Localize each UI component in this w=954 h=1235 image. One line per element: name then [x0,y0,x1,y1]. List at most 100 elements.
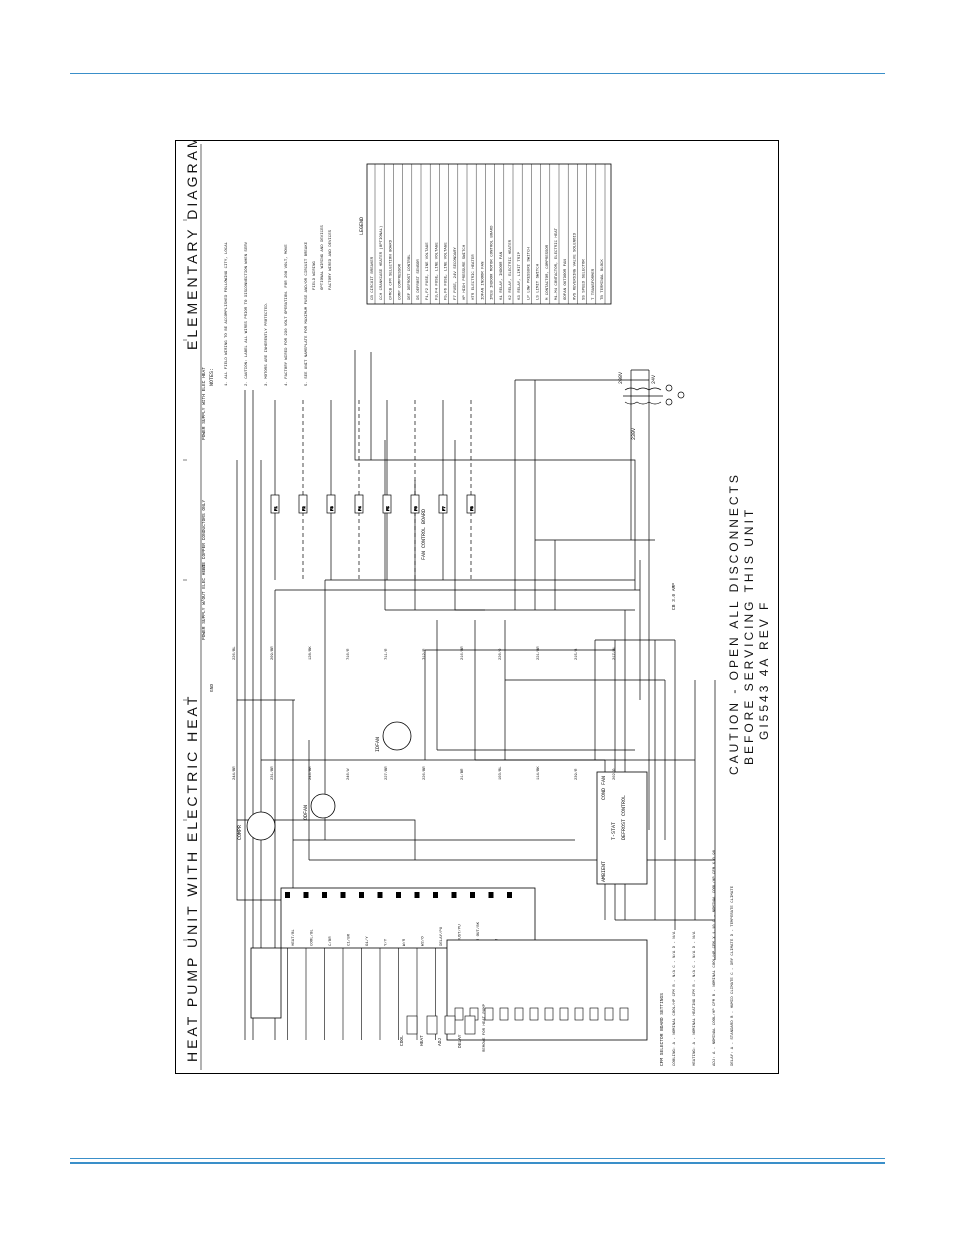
legend-item: M1-M4 CONTACTOR, ELECTRIC HEAT [555,227,559,300]
fan-board-pin [507,892,512,898]
note-item: 3. MOTORS ARE INHERENTLY PROTECTED. [265,302,269,386]
cond-fan-label: COND FAN [601,776,607,800]
fuse-f3 [326,400,336,580]
fan-board-pin [359,892,364,898]
legend-item: IDFAN INDOOR FAN [481,261,485,300]
legend-item: M CONTACTOR, COMPRESSOR [546,244,550,300]
legend-item: HTR ELECTRIC HEATER [472,254,476,300]
caution-line-2: BEFORE SERVICING THIS UNIT [742,507,756,765]
terminal-block [454,1007,464,1021]
terminal-block [604,1007,614,1021]
cfm-adj: ADJ: A - NOMINAL COOL/HP CFM B - NOMINAL… [712,849,717,1066]
legend-item: SS SPEED SELECTOR [583,259,587,300]
fan-board-pin [488,892,494,898]
transformer [623,384,685,406]
legend-heading: LEGEND [359,217,365,235]
fuse-tag: F7 [443,506,447,511]
note-item: 2. CAUTION: LABEL ALL WIRES PRIOR TO DIS… [245,241,249,386]
volt-208-label: 208V [618,372,624,384]
fan-board-pin-label: CFM OUT/BK [476,921,481,946]
note-item: 1. ALL FIELD WIRING TO BE ACCOMPLISHED F… [225,241,229,386]
footer-rule-thick [70,1162,885,1164]
legend-item: COMP COMPRESSOR [399,263,403,300]
legend-item: HP HIGH PRESSURE SWITCH [463,244,467,300]
wire-key-item: FACTORY WIRED AND DEVICES [329,229,333,290]
cfm-heading: CFM SELECTOR BOARD SETTINGS [659,993,665,1066]
terminal-strip [250,939,648,1041]
wire-tag: 128/BK [308,646,313,660]
fan-board-pin-label: DELAY/PU [439,926,444,946]
caution-line-1: CAUTION - OPEN ALL DISCONNECTS [727,472,741,775]
fan-board-pin-label: W/R [402,938,407,946]
note-item: 4. FACTORY WIRED FOR 230 VOLT OPERATION.… [285,244,289,386]
fuse-tag: F3 [331,506,335,511]
fuse-tag: F4 [359,506,363,511]
fan-board-pin [322,892,327,898]
terminal-block [574,1007,584,1021]
notes-heading: NOTES: [209,368,215,386]
adj-label: ADJ [437,1038,443,1046]
wire-tag: 240/W [346,768,351,780]
wire-tag: 216/BR [460,646,465,660]
legend-item: DS DEFROST SENSOR [417,259,421,300]
wire-tag: 217/BL [612,646,617,660]
fuse-f4 [354,400,364,580]
legend-item: DEF DEFROST CONTROL [408,254,412,300]
legend-item: CCH CRANKCASE HEATER (OPTIONAL) [379,226,384,300]
legend-item: LS LIMIT SWITCH [537,263,541,300]
fuse-f6 [410,400,420,580]
fan-board-pin [470,892,475,898]
legend-item: CFMCB CFM SELECTION BOARD [389,239,393,300]
legend-item: K2 RELAY, ELECTRIC HEATER [509,239,513,300]
wire-tag: 226/BL [232,646,237,660]
wire-tag: 114/BK [536,766,541,780]
wire-tag: 244/BR [232,766,237,780]
fuse-tag: F6 [415,506,419,511]
fan-board-pin-label: C/BR [328,936,333,946]
wire-tag: 711/R [384,648,389,660]
diagram-title-right: ELEMENTARY DIAGRAM [184,140,200,350]
defrost-label: DEFROST CONTROL [621,795,627,840]
compressor-motor [246,811,276,841]
wire-key-item: OPTIONAL WIRING AND DEVICES [321,225,325,290]
odfan-label: ODFAN [303,805,309,820]
wire-tag: 21/BR [460,768,465,780]
wire-tag: 239/R [574,768,579,780]
footer-rule [70,1158,885,1159]
legend-table: LEGEND CB CIRCUIT BREAKER CCH CRANKCASE H… [359,163,612,305]
delay-label: DELAY [457,1034,463,1048]
selector-connectors [406,1015,476,1035]
defrost-control-board: T-STAT DEFROST CONTROL AMBIENT COND FAN [596,771,648,885]
fan-board-pin-label: W2/O [421,936,426,946]
fan-board-pin-label: C1/BR [347,933,352,946]
tstat-label: T-STAT [611,822,617,840]
fan-board-pin [377,892,383,898]
diagram-title-left: HEAT PUMP UNIT WITH ELECTRIC HEAT [184,694,200,1062]
ground-label: GND [209,684,215,692]
terminal-block [514,1007,524,1021]
power-supply-label: POWER SUPPLY W/OUT ELEC HEAT [201,564,207,640]
wire-tag: 243/BR [308,766,313,780]
terminal-block [499,1007,509,1021]
cfm-delay: DELAY: A - STANDARD B - HUMID CLIMATE C … [731,885,735,1066]
fan-board-pin [303,892,309,898]
wire-tag: 215/B [574,648,579,660]
legend-item: F3,F4 FUSE, LINE VOLTAGE [435,242,439,300]
fuse-tag: F5 [387,506,391,511]
legend-item: CB CIRCUIT BREAKER [371,256,375,300]
wire-tag: 710/R [346,648,351,660]
terminal-block [484,1007,494,1021]
volt-24-label: 24V [651,375,657,384]
terminal-block [529,1007,539,1021]
wire-tag: 220/O [498,648,503,660]
note-item: 5. SEE UNIT NAMEPLATE FOR MAXIMUM FUSE A… [304,241,309,386]
wire-tag: 209/BR [270,646,275,660]
legend-item: IMCB INDOOR MOTOR CONTROL BOARD [491,225,495,300]
terminal-block [544,1007,554,1021]
cfm-heating: HEATING: A - NOMINAL HEATING CFM B - N/A… [692,931,697,1066]
fan-board-label: FAN CONTROL BOARD [421,509,427,560]
legend-item: F7 FUSE, 24V SECONDARY [454,247,458,300]
fuse-f7 [438,400,448,580]
fuse-tag: F8 [471,506,475,511]
